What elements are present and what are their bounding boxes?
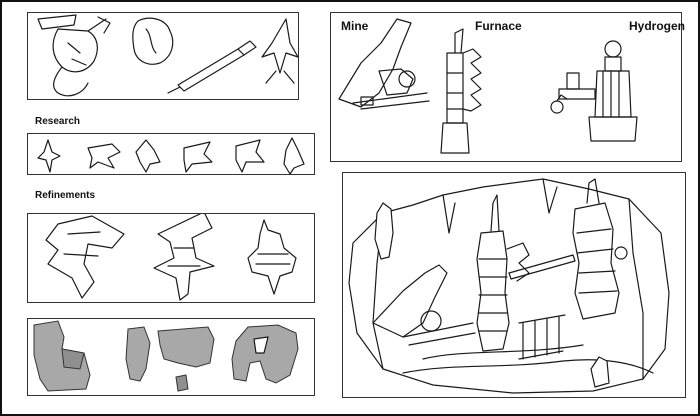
research-ship-6 — [283, 137, 305, 175]
structure-sketches — [338, 18, 638, 154]
furnace-sketch — [440, 28, 482, 154]
cave-diorama-sketch — [348, 178, 670, 394]
right-building — [572, 178, 628, 320]
rock-formation-1 — [33, 320, 91, 392]
furnace-label: Furnace — [475, 19, 522, 33]
refinements-panel — [27, 213, 315, 303]
hydrogen-sketch — [550, 40, 638, 142]
refinements-label: Refinements — [35, 190, 96, 201]
bird-sketch — [37, 14, 111, 97]
research-ship-sketches — [37, 137, 305, 175]
beam-sketch — [167, 40, 257, 94]
research-ship-5 — [235, 139, 265, 173]
left-rock-spire — [374, 202, 394, 260]
refinement-ship-3 — [247, 219, 297, 295]
cave-diorama-panel — [342, 172, 686, 398]
rock-formation-2 — [125, 326, 215, 392]
mine-sketch — [338, 18, 430, 110]
rock-formations-panel — [27, 318, 315, 396]
front-rock — [590, 356, 610, 388]
structures-panel: Mine Furnace Hydrogen — [330, 12, 686, 162]
central-tower — [476, 194, 530, 352]
mine-label: Mine — [341, 19, 369, 33]
mine-craft — [372, 264, 476, 346]
hydrogen-label: Hydrogen — [629, 19, 686, 33]
rock-sketch — [132, 17, 174, 65]
refinement-ship-sketches — [45, 214, 297, 301]
sketch-panel-top-left — [27, 12, 299, 100]
dagger-sketch — [261, 18, 299, 84]
bridge — [508, 254, 576, 280]
research-ship-3 — [135, 139, 161, 173]
refinement-ship-1 — [45, 215, 125, 299]
research-ship-2 — [87, 143, 121, 169]
research-panel — [27, 133, 315, 175]
creature-sketches — [37, 14, 299, 97]
research-ship-4 — [183, 141, 213, 173]
rock-formation-3 — [231, 324, 299, 384]
rock-formation-sketches — [33, 320, 299, 392]
refinement-ship-2 — [153, 214, 215, 301]
research-ship-1 — [37, 139, 61, 173]
cave-outline — [348, 178, 670, 394]
research-label: Research — [35, 116, 81, 127]
